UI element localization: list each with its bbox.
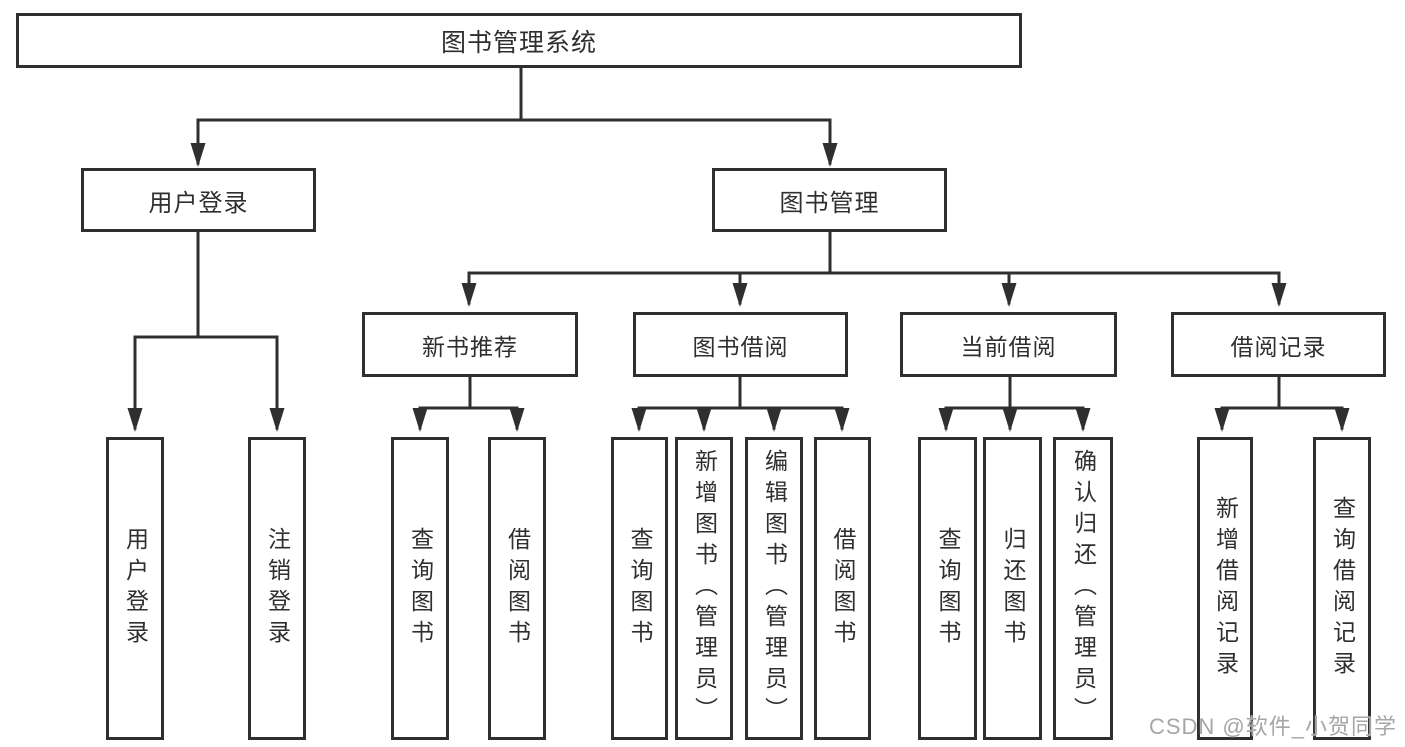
leaf-borrow-borrow-books: 借阅图书 <box>814 437 871 740</box>
leaf-recommend-borrow-books: 借阅图书 <box>488 437 546 740</box>
leaf-borrow-query-books: 查询图书 <box>611 437 668 740</box>
node-book-borrow: 图书借阅 <box>633 312 848 377</box>
leaf-current-return-books: 归还图书 <box>983 437 1042 740</box>
leaf-borrow-add-books-admin: 新增图书（管理员） <box>675 437 733 740</box>
leaf-records-add-record-label: 新增借阅记录 <box>1212 495 1239 682</box>
leaf-user-login-label: 用户登录 <box>122 526 149 651</box>
leaf-borrow-add-books-admin-label: 新增图书（管理员） <box>691 449 718 728</box>
leaf-current-query-books: 查询图书 <box>918 437 977 740</box>
leaf-current-confirm-return-admin: 确认归还（管理员） <box>1053 437 1113 740</box>
leaf-current-return-books-label: 归还图书 <box>1000 526 1026 651</box>
leaf-recommend-borrow-books-label: 借阅图书 <box>504 526 531 651</box>
leaf-current-confirm-return-admin-label: 确认归还（管理员） <box>1070 449 1097 728</box>
leaf-records-query-record-label: 查询借阅记录 <box>1329 495 1356 682</box>
leaf-borrow-borrow-books-label: 借阅图书 <box>830 526 856 651</box>
leaf-recommend-query-books-label: 查询图书 <box>407 526 434 651</box>
leaf-borrow-edit-books-admin-label: 编辑图书（管理员） <box>761 449 788 728</box>
node-user-login: 用户登录 <box>81 168 316 232</box>
node-book-management: 图书管理 <box>712 168 947 232</box>
leaf-records-query-record: 查询借阅记录 <box>1313 437 1371 740</box>
leaf-user-login: 用户登录 <box>106 437 164 740</box>
node-new-book-recommend: 新书推荐 <box>362 312 578 377</box>
leaf-borrow-edit-books-admin: 编辑图书（管理员） <box>745 437 803 740</box>
connector-rails <box>133 66 1344 410</box>
leaf-logout: 注销登录 <box>248 437 306 740</box>
node-library-management-system: 图书管理系统 <box>16 13 1022 68</box>
leaf-records-add-record: 新增借阅记录 <box>1197 437 1253 740</box>
leaf-logout-label: 注销登录 <box>264 526 291 651</box>
leaf-current-query-books-label: 查询图书 <box>935 526 961 651</box>
node-current-borrow: 当前借阅 <box>900 312 1117 377</box>
leaf-borrow-query-books-label: 查询图书 <box>627 526 653 651</box>
node-borrow-records: 借阅记录 <box>1171 312 1386 377</box>
leaf-recommend-query-books: 查询图书 <box>391 437 449 740</box>
